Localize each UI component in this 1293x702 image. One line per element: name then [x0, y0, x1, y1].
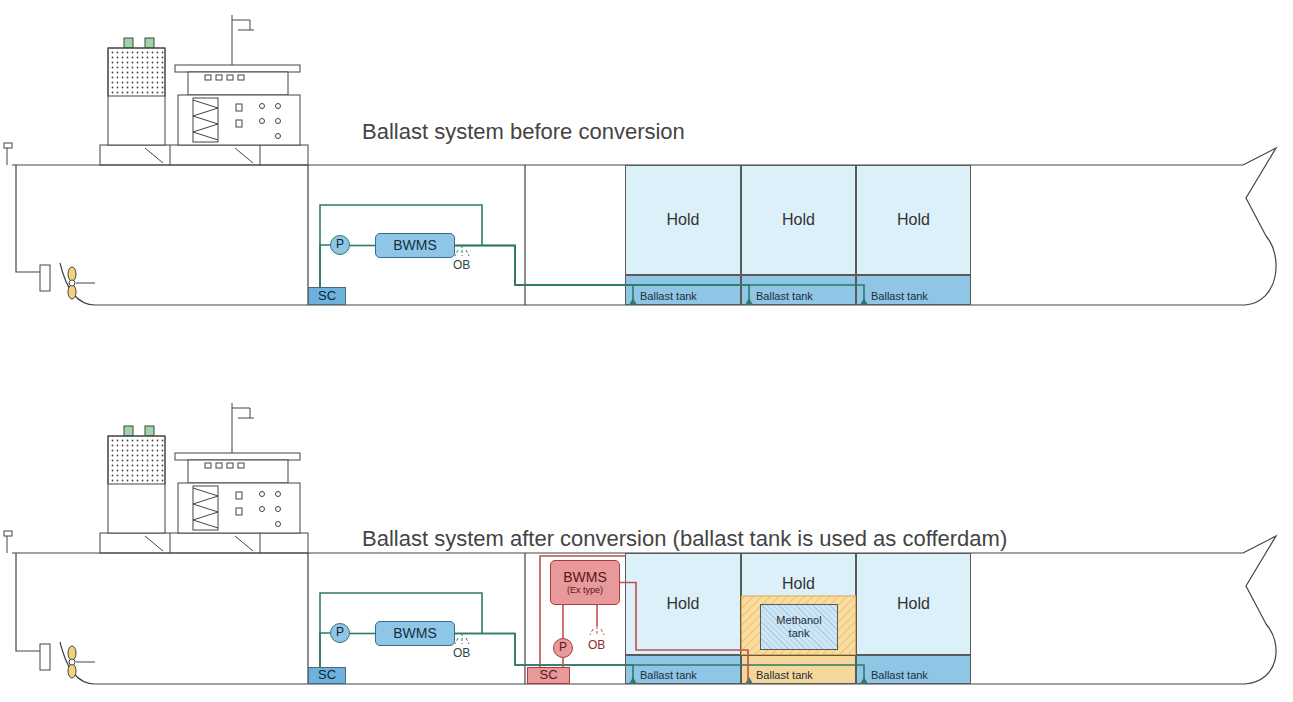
sea-chest: SC — [527, 667, 570, 684]
methanol-tank: Methanol tank — [760, 604, 838, 650]
node-label: Ballast tank — [640, 669, 697, 682]
bwms-box: BWMS — [375, 621, 455, 646]
node-label: Ballast tank — [756, 669, 813, 682]
hold-box: Hold — [856, 553, 971, 655]
ballast-pipe — [562, 658, 564, 667]
hold-box: Hold — [741, 165, 856, 275]
node-label: BWMS — [393, 625, 437, 641]
node-label: Methanol tank — [769, 614, 829, 639]
node-label: Hold — [782, 211, 815, 229]
node-label: P — [336, 238, 344, 252]
hold-box: Hold — [625, 553, 741, 655]
node-label: Hold — [897, 211, 930, 229]
ballast-tank: Ballast tank — [625, 655, 741, 684]
sea-chest: SC — [308, 287, 346, 305]
node-label: SC — [318, 668, 336, 683]
ballast-pipe — [455, 246, 864, 306]
ballast-pipe — [620, 583, 748, 685]
section-heading: Ballast system before conversion — [362, 119, 685, 145]
ballast-tank: Ballast tank — [625, 275, 741, 305]
ballast-tank: Ballast tank — [856, 655, 971, 684]
pump-circle: P — [553, 638, 573, 658]
node-label: Ballast tank — [871, 669, 928, 682]
ballast-tank-cofferdam: Ballast tank — [741, 655, 856, 684]
node-label: BWMS — [393, 237, 437, 253]
ballast-pipe — [455, 246, 633, 306]
node-label: P — [559, 641, 567, 655]
outboard-label: OB — [453, 258, 470, 272]
pump-circle: P — [330, 235, 350, 255]
ballast-pipe — [562, 605, 564, 638]
section-heading: Ballast system after conversion (ballast… — [362, 526, 1007, 552]
ballast-tank: Ballast tank — [741, 275, 856, 305]
pump-circle: P — [330, 623, 350, 643]
ballast-pipe — [455, 634, 633, 685]
bwms-box: BWMS(Ex type) — [550, 560, 620, 605]
ballast-pipe — [350, 633, 375, 635]
hold-box: Hold — [625, 165, 741, 275]
node-label: Hold — [782, 575, 815, 593]
outboard-label: OB — [453, 646, 470, 660]
node-label: SC — [539, 668, 557, 683]
node-label: Ballast tank — [640, 290, 697, 303]
ballast-pipe — [455, 246, 749, 306]
node-label: Hold — [667, 595, 700, 613]
node-label: Hold — [667, 211, 700, 229]
node-label: Ballast tank — [756, 290, 813, 303]
ballast-pipe — [320, 633, 330, 667]
ballast-tank: Ballast tank — [856, 275, 971, 305]
outboard-label: OB — [588, 638, 605, 652]
ballast-pipe — [320, 245, 330, 287]
node-label: Hold — [897, 595, 930, 613]
node-label: P — [336, 626, 344, 640]
hold-box: Hold — [856, 165, 971, 275]
node-label: Ballast tank — [871, 290, 928, 303]
bwms-box: BWMS — [375, 233, 455, 258]
node-sublabel: (Ex type) — [567, 585, 603, 595]
hold-box: HoldMethanol tank — [741, 553, 856, 655]
node-label: SC — [318, 289, 336, 304]
ballast-pipe — [350, 245, 375, 247]
sea-chest: SC — [308, 667, 346, 684]
node-label: BWMS — [563, 569, 607, 585]
